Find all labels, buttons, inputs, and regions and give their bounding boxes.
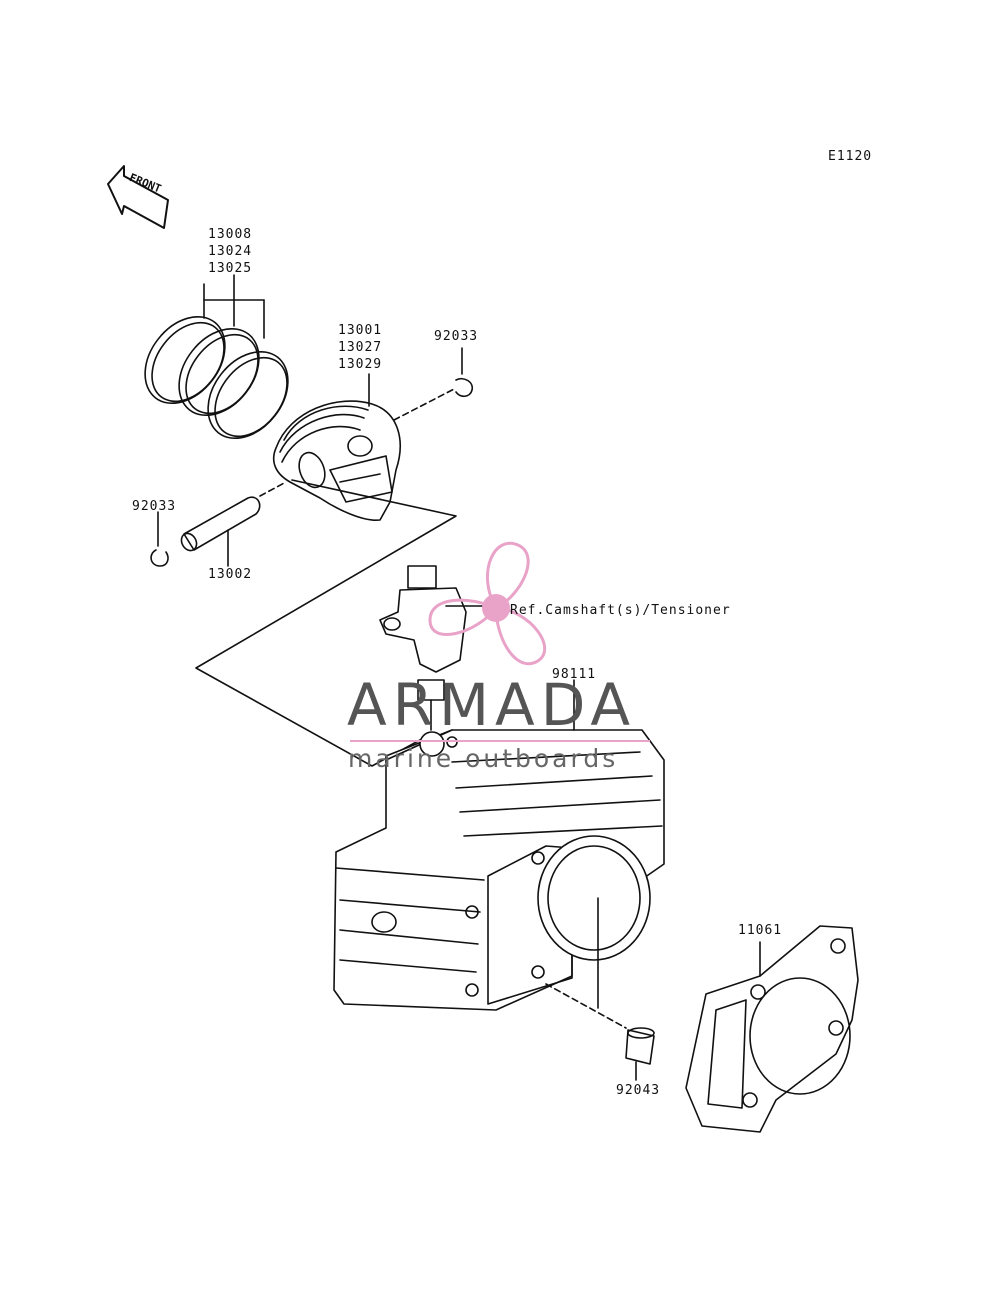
label-13029: 13029 (338, 357, 383, 372)
piston (272, 373, 457, 521)
propeller-logo-icon (428, 542, 547, 666)
piston-rings (144, 274, 289, 440)
label-13008: 13008 (208, 227, 253, 242)
label-circlip-left: 92033 (132, 499, 177, 514)
head-gasket (685, 925, 859, 1133)
watermark-tagline: marine outboards (348, 744, 619, 773)
label-piston: 13001 13027 13029 (338, 322, 382, 373)
cam-chain-tensioner (379, 565, 509, 731)
piston-pin (180, 481, 287, 567)
label-dowel-pin: 92043 (616, 1083, 661, 1098)
label-13025: 13025 (208, 261, 253, 276)
front-arrow-icon: FRONT (107, 165, 169, 229)
label-13027: 13027 (338, 340, 383, 355)
dowel-pin (625, 1027, 655, 1081)
cylinder-block (333, 679, 665, 1029)
diagram-code: E1120 (828, 149, 873, 164)
label-13024: 13024 (208, 244, 253, 259)
circlip-left (150, 511, 169, 567)
watermark-brand: ARMADA (347, 671, 637, 739)
label-piston-pin: 13002 (208, 567, 253, 582)
label-gasket: 11061 (738, 923, 783, 938)
watermark-divider (350, 740, 650, 742)
label-piston-rings: 13008 13024 13025 (208, 226, 252, 277)
label-cylinder: 98111 (552, 667, 597, 682)
label-13001: 13001 (338, 323, 383, 338)
circlip-right (455, 347, 474, 398)
label-reference-camshaft: Ref.Camshaft(s)/Tensioner (510, 603, 731, 618)
label-circlip-right: 92033 (434, 329, 479, 344)
